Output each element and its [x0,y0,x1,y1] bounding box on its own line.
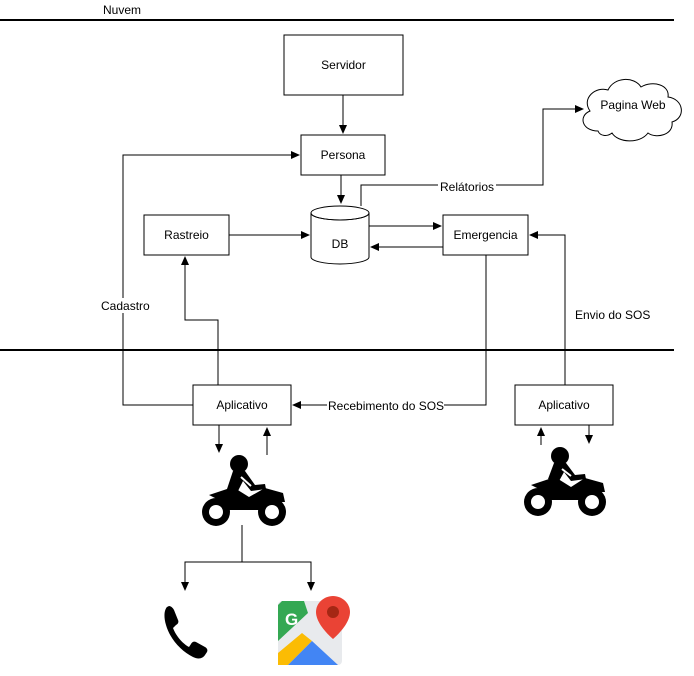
rastreio-node[interactable]: Rastreio [143,214,230,256]
edge-aplicativo-rastreio [181,256,219,385]
persona-label: Persona [321,148,366,162]
motorcycle-icon [524,447,606,516]
edge-recebimento-sos [292,255,487,409]
aplicativo-right-node[interactable]: Aplicativo [514,384,614,426]
edge-db-paginaweb [360,105,584,206]
pagina-web-node[interactable]: Pagina Web [582,79,682,142]
persona-node[interactable]: Persona [300,134,386,176]
servidor-node[interactable]: Servidor [283,34,404,96]
aplicativo-right-label: Aplicativo [538,398,590,412]
edge-moto-maps [242,561,315,591]
edge-moto-branch [181,525,243,591]
pagina-web-label: Pagina Web [600,98,665,112]
cloud-zone-label: Nuvem [103,3,141,17]
edge-envio-sos [529,231,566,385]
edge-label-envio-sos: Envio do SOS [575,308,650,322]
aplicativo-left-label: Aplicativo [216,398,268,412]
edge-cadastro [122,151,300,406]
emergencia-label: Emergencia [453,228,517,242]
cloud-shape [582,79,682,142]
motorcycle-icon [202,455,286,526]
rastreio-label: Rastreio [164,228,209,242]
edge-label-relatorios: Relátorios [440,180,494,194]
edge-label-recebimento-sos: Recebimento do SOS [328,399,444,413]
edges [122,95,593,591]
servidor-label: Servidor [321,58,366,72]
phone-icon [164,606,208,659]
aplicativo-left-node[interactable]: Aplicativo [192,384,292,426]
db-node[interactable]: DB [310,205,370,265]
maps-logo-letter: G [285,610,298,629]
db-label: DB [332,237,349,251]
google-maps-icon: G [278,596,350,665]
edge-label-cadastro: Cadastro [101,299,150,313]
emergencia-node[interactable]: Emergencia [442,214,529,256]
